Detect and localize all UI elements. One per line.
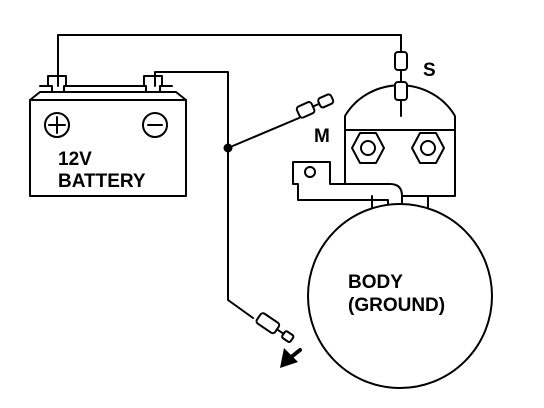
battery-label-voltage: 12V: [58, 149, 92, 170]
hex-bolt-icon: [411, 132, 445, 164]
body-label-line1: BODY: [348, 272, 403, 293]
battery-label-name: BATTERY: [58, 171, 146, 192]
connector-clip-icon: [394, 51, 408, 101]
terminal-m-label: M: [314, 126, 330, 147]
minus-terminal-icon: [142, 112, 168, 138]
m-terminal-strap: [292, 161, 403, 215]
wire-battery-negative: [154, 71, 254, 319]
wire-junction-dot: [223, 143, 233, 153]
body-label-line2: (GROUND): [348, 295, 446, 316]
wire-battery-positive-to-s: [57, 34, 402, 87]
plus-terminal-icon: [44, 112, 70, 138]
motor-body: [307, 195, 493, 389]
hex-bolt-icon: [351, 132, 385, 164]
connector-clip-icon: [295, 93, 335, 119]
connector-clip-icon: [255, 312, 295, 343]
wire-junction-to-m: [227, 117, 300, 149]
solenoid: [344, 84, 456, 197]
battery: [29, 75, 187, 197]
terminal-s-label: S: [423, 60, 436, 81]
arrow-down-left-icon: [280, 348, 302, 368]
